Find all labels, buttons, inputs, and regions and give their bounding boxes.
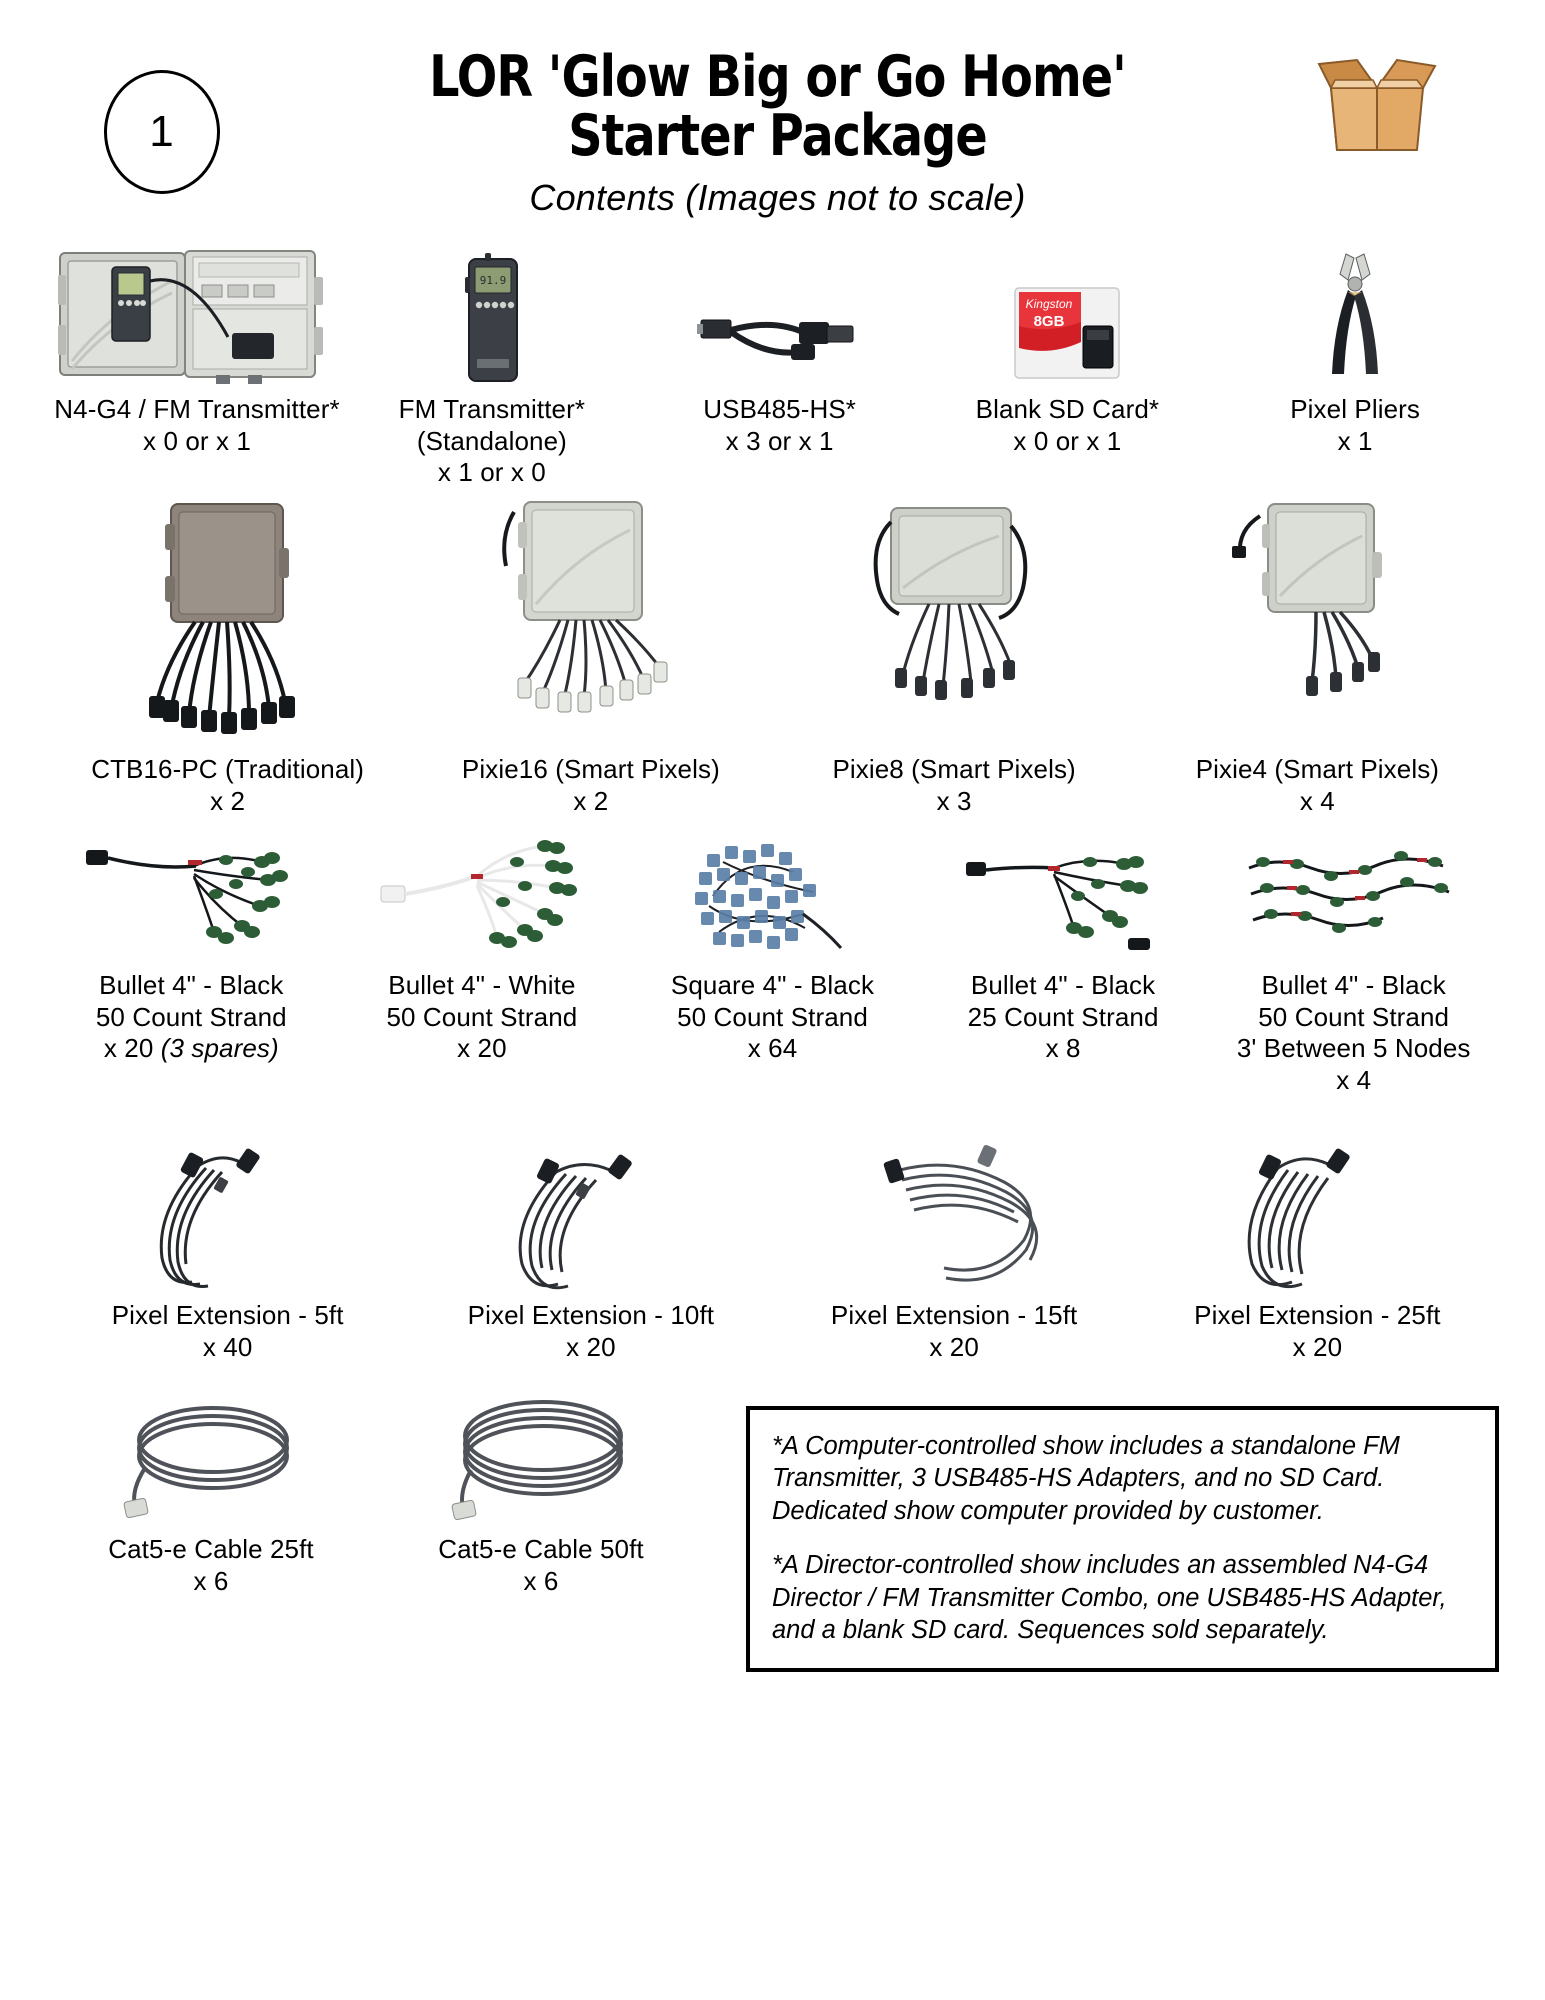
bullet-black-50-strand-image bbox=[52, 832, 331, 962]
product-label-main: Bullet 4" - Black 50 Count Strand x 20 bbox=[95, 970, 287, 1064]
product-cell-bullet-black-50: Bullet 4" - Black 50 Count Strand x 20 (… bbox=[46, 832, 337, 1065]
usb485-hs-image bbox=[642, 236, 918, 386]
page-title-line-1: LOR 'Glow Big or Go Home' bbox=[429, 44, 1127, 110]
product-label: Bullet 4" - Black 50 Count Strand x 20 (… bbox=[96, 970, 287, 1065]
pixie8-image bbox=[779, 496, 1130, 746]
product-cell-ctb16-pc: CTB16-PC (Traditional) x 2 bbox=[46, 496, 409, 817]
product-label: Pixel Extension - 10ft x 20 bbox=[467, 1300, 715, 1362]
product-cell-cat5e-50ft: Cat5-e Cable 50ft x 6 bbox=[376, 1396, 706, 1597]
product-label: Pixel Extension - 25ft x 20 bbox=[1194, 1300, 1441, 1362]
product-label: Cat5-e Cable 25ft x 6 bbox=[108, 1534, 314, 1596]
ctb16-pc-image bbox=[52, 496, 403, 746]
product-label: Pixel Extension - 15ft x 20 bbox=[830, 1300, 1078, 1362]
step-number: 1 bbox=[149, 107, 175, 156]
svg-text:91.9: 91.9 bbox=[480, 274, 507, 287]
product-label: Pixie16 (Smart Pixels) x 2 bbox=[461, 754, 720, 816]
product-label: N4-G4 / FM Transmitter* x 0 or x 1 bbox=[54, 394, 340, 456]
product-label: CTB16-PC (Traditional) x 2 bbox=[91, 754, 365, 816]
product-cell-cat5e-25ft: Cat5-e Cable 25ft x 6 bbox=[46, 1396, 376, 1597]
product-label: Bullet 4" - Black 50 Count Strand 3' Bet… bbox=[1236, 970, 1471, 1096]
bottom-section: Cat5-e Cable 25ft x 6 Cat5-e Cable 50ft … bbox=[0, 1396, 1545, 1673]
footnote-computer-controlled: *A Computer-controlled show includes a s… bbox=[772, 1432, 1400, 1525]
product-cell-pixel-pliers: Pixel Pliers x 1 bbox=[1211, 236, 1499, 457]
n4-g4-fm-transmitter-image bbox=[52, 236, 342, 386]
footnotes-box: *A Computer-controlled show includes a s… bbox=[746, 1406, 1499, 1673]
pixel-pliers-image bbox=[1217, 236, 1493, 386]
product-cell-pixel-extension-5ft: Pixel Extension - 5ft x 40 bbox=[46, 1142, 409, 1363]
product-cell-bullet-black-25: Bullet 4" - Black 25 Count Strand x 8 bbox=[918, 832, 1209, 1065]
svg-text:Kingston: Kingston bbox=[1026, 297, 1073, 311]
product-label: FM Transmitter* (Standalone) x 1 or x 0 bbox=[398, 394, 586, 488]
product-label: Blank SD Card* x 0 or x 1 bbox=[975, 394, 1160, 456]
product-label: Cat5-e Cable 50ft x 6 bbox=[438, 1534, 644, 1596]
product-cell-pixie4: Pixie4 (Smart Pixels) x 4 bbox=[1136, 496, 1499, 817]
product-label: Pixie8 (Smart Pixels) x 3 bbox=[832, 754, 1076, 816]
product-row-pixel-extensions: Pixel Extension - 5ft x 40 Pixel Extensi… bbox=[0, 1142, 1545, 1392]
product-label: Square 4" - Black 50 Count Strand x 64 bbox=[670, 970, 875, 1064]
sd-card-image: Kingston 8GB bbox=[930, 236, 1206, 386]
bullet-white-50-strand-image bbox=[343, 832, 622, 962]
svg-text:8GB: 8GB bbox=[1034, 313, 1065, 330]
product-cell-usb485-hs: USB485-HS* x 3 or x 1 bbox=[636, 236, 924, 457]
product-cell-bullet-white-50: Bullet 4" - White 50 Count Strand x 20 bbox=[337, 832, 628, 1065]
bullet-black-50-spaced-strand-image bbox=[1214, 832, 1493, 962]
product-label: USB485-HS* x 3 or x 1 bbox=[703, 394, 856, 456]
cat5e-50ft-image bbox=[382, 1396, 700, 1526]
step-number-badge: 1 bbox=[104, 70, 220, 194]
footnote-director-controlled: *A Director-controlled show includes an … bbox=[772, 1551, 1447, 1644]
cat5e-25ft-image bbox=[52, 1396, 370, 1526]
square-black-50-strand-image bbox=[633, 832, 912, 962]
pixel-extension-5ft-image bbox=[52, 1142, 403, 1292]
pixel-extension-15ft-image bbox=[779, 1142, 1130, 1292]
bullet-black-25-strand-image bbox=[924, 832, 1203, 962]
product-cell-fm-transmitter-standalone: 91.9 FM Transmitter* (Standalone) x 1 or… bbox=[348, 236, 636, 489]
product-label: Pixel Extension - 5ft x 40 bbox=[111, 1300, 344, 1362]
product-label: Pixel Pliers x 1 bbox=[1290, 394, 1421, 456]
product-row-pixel-strands: Bullet 4" - Black 50 Count Strand x 20 (… bbox=[0, 832, 1545, 1132]
pixie4-image bbox=[1142, 496, 1493, 746]
product-cell-pixel-extension-25ft: Pixel Extension - 25ft x 20 bbox=[1136, 1142, 1499, 1363]
product-row-controllers-accessories: N4-G4 / FM Transmitter* x 0 or x 1 91.9 … bbox=[0, 236, 1545, 489]
page-subtitle: Contents (Images not to scale) bbox=[529, 177, 1026, 219]
title-block: LOR 'Glow Big or Go Home' Starter Packag… bbox=[0, 48, 1545, 219]
product-label-note: (3 spares) bbox=[160, 1033, 279, 1064]
fm-transmitter-image: 91.9 bbox=[354, 236, 630, 386]
pixie16-image bbox=[415, 496, 766, 746]
product-cell-pixie16: Pixie16 (Smart Pixels) x 2 bbox=[409, 496, 772, 817]
product-row-controllers: CTB16-PC (Traditional) x 2 bbox=[0, 496, 1545, 826]
product-cell-blank-sd-card: Kingston 8GB Blank SD Card* x 0 or x 1 bbox=[924, 236, 1212, 457]
product-cell-pixel-extension-15ft: Pixel Extension - 15ft x 20 bbox=[773, 1142, 1136, 1363]
pixel-extension-10ft-image bbox=[415, 1142, 766, 1292]
product-cell-square-black-50: Square 4" - Black 50 Count Strand x 64 bbox=[627, 832, 918, 1065]
page-header: 1 LOR 'Glow Big or Go Home' Starter Pack… bbox=[0, 0, 1545, 230]
product-label: Pixie4 (Smart Pixels) x 4 bbox=[1195, 754, 1440, 816]
product-cell-pixie8: Pixie8 (Smart Pixels) x 3 bbox=[773, 496, 1136, 817]
product-cell-bullet-black-50-spaced: Bullet 4" - Black 50 Count Strand 3' Bet… bbox=[1208, 832, 1499, 1097]
product-cell-pixel-extension-10ft: Pixel Extension - 10ft x 20 bbox=[409, 1142, 772, 1363]
pixel-extension-25ft-image bbox=[1142, 1142, 1493, 1292]
page-title-line-2: Starter Package bbox=[568, 102, 987, 169]
product-label: Bullet 4" - White 50 Count Strand x 20 bbox=[386, 970, 578, 1064]
product-row-cat5e-cables: Cat5-e Cable 25ft x 6 Cat5-e Cable 50ft … bbox=[46, 1396, 706, 1597]
cardboard-box-icon bbox=[1313, 58, 1441, 154]
product-cell-n4-g4-fm-transmitter: N4-G4 / FM Transmitter* x 0 or x 1 bbox=[46, 236, 348, 457]
product-label: Bullet 4" - Black 25 Count Strand x 8 bbox=[967, 970, 1159, 1064]
